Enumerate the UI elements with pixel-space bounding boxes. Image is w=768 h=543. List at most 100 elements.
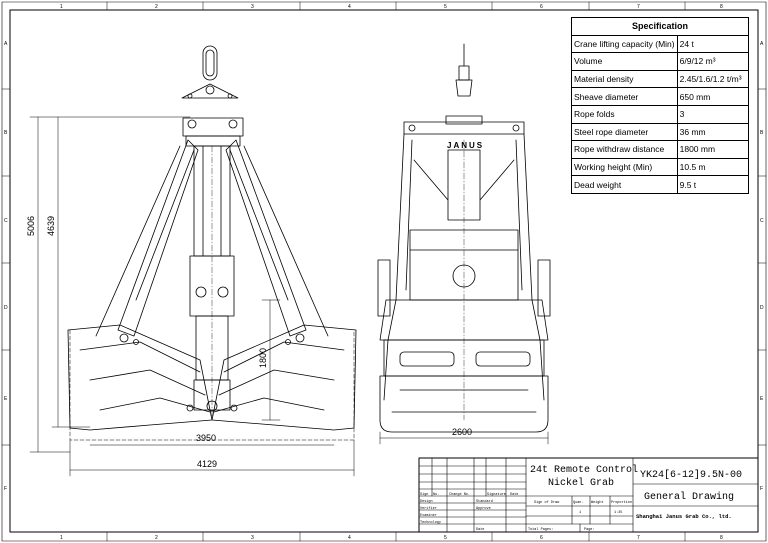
row-mark: D — [4, 305, 8, 311]
col-mark: 7 — [637, 4, 640, 10]
dimension-labels: 5006 4639 1800 3950 4129 2600 — [26, 216, 472, 469]
rev-header: No. — [433, 493, 439, 497]
quan-label: Quan. — [573, 501, 584, 505]
row-mark: B — [4, 130, 8, 136]
spec-label: Volume — [571, 52, 678, 71]
spec-row: Crane lifting capacity (Min)24 t — [571, 34, 750, 54]
spec-label: Steel rope diameter — [571, 122, 678, 142]
col-mark: 1 — [60, 535, 63, 541]
zone-marks: 1 2 3 4 5 6 7 8 1 2 3 4 5 6 7 8 A B C D … — [4, 4, 764, 541]
spec-label: Working height (Min) — [571, 157, 678, 177]
row-mark: A — [760, 41, 764, 47]
spec-header-row: Specification — [571, 17, 749, 36]
spec-label: Rope folds — [571, 104, 678, 124]
scale-value: 1:25 — [614, 511, 622, 515]
specification-table: Specification Crane lifting capacity (Mi… — [571, 17, 750, 194]
row-mark: F — [4, 486, 7, 492]
spec-value: 9.5 t — [676, 175, 750, 194]
row-mark: A — [4, 41, 8, 47]
row-mark: C — [4, 218, 8, 224]
role-label: Verifier — [420, 506, 437, 511]
dim-overall-height: 5006 — [26, 216, 36, 236]
drawing-name: General Drawing — [644, 491, 734, 503]
spec-label: Material density — [571, 69, 678, 89]
dim-open-inner: 3950 — [196, 433, 216, 443]
col-mark: 2 — [155, 535, 158, 541]
col-mark: 8 — [720, 535, 723, 541]
col-mark: 5 — [444, 4, 447, 10]
dim-side-width: 2600 — [452, 427, 472, 437]
row-mark: F — [760, 486, 763, 492]
rev-header: Signature — [487, 492, 506, 497]
proportion-label: Proportion — [611, 500, 632, 505]
spec-label: Dead weight — [571, 175, 678, 194]
col-mark: 5 — [444, 535, 447, 541]
product-title-line2: Nickel Grab — [548, 477, 614, 489]
col-mark: 8 — [720, 4, 723, 10]
sign-of-draw: Sign of Draw — [534, 500, 560, 505]
role-label2: Date — [476, 528, 484, 532]
spec-label: Rope withdraw distance — [571, 140, 678, 159]
col-mark: 1 — [60, 4, 63, 10]
product-title-line1: 24t Remote Control — [530, 464, 638, 476]
col-mark: 3 — [251, 4, 254, 10]
row-mark: D — [760, 305, 764, 311]
col-mark: 4 — [348, 535, 351, 541]
col-mark: 6 — [540, 535, 543, 541]
spec-label: Sheave diameter — [571, 87, 678, 106]
col-mark: 2 — [155, 4, 158, 10]
front-view-grab — [67, 45, 357, 441]
col-mark: 3 — [251, 535, 254, 541]
role-label: Examiner — [420, 513, 437, 518]
spec-label: Crane lifting capacity (Min) — [571, 34, 678, 54]
spec-header: Specification — [571, 17, 749, 36]
title-block-grid — [418, 457, 759, 533]
col-mark: 7 — [637, 535, 640, 541]
role-label: Technology — [420, 520, 441, 525]
row-mark: E — [760, 396, 764, 402]
role-label2: Approve — [476, 506, 491, 511]
spec-value: 10.5 m — [676, 157, 750, 177]
spec-value: 6/9/12 m³ — [676, 52, 750, 71]
side-lifting-hook — [455, 43, 473, 97]
spec-value: 3 — [676, 104, 750, 124]
brand-label: JANUS — [447, 141, 484, 150]
sheet-inner-border — [9, 9, 759, 533]
row-mark: B — [760, 130, 764, 136]
spec-value: 24 t — [676, 34, 750, 54]
dim-open-width: 4129 — [197, 459, 217, 469]
front-dimension-lines — [29, 116, 355, 477]
company-name: Shanghai Janus Grab Co., ltd. — [636, 513, 732, 520]
role-label2: Standard — [476, 499, 493, 504]
dim-body-height: 4639 — [46, 216, 56, 236]
spec-value: 2.45/1.6/1.2 t/m³ — [676, 69, 750, 89]
side-view-grab — [377, 43, 551, 433]
drawing-number: YK24[6-12]9.5N-00 — [640, 469, 742, 481]
weight-label: Weight — [591, 500, 604, 505]
row-mark: C — [760, 218, 764, 224]
quantity-value: 1 — [579, 511, 581, 515]
spec-value: 650 mm — [676, 87, 750, 106]
side-dimension-line — [379, 431, 549, 445]
rev-header: Date — [510, 493, 518, 497]
total-pages-label: Total Pages: — [528, 527, 553, 532]
row-mark: E — [4, 396, 8, 402]
rev-header: Change No. — [449, 492, 470, 497]
dim-shell-depth: 1800 — [258, 348, 268, 368]
col-mark: 6 — [540, 4, 543, 10]
spec-row: Working height (Min)10.5 m — [571, 157, 750, 177]
col-mark: 4 — [348, 4, 351, 10]
front-lifting-shackle — [181, 45, 239, 99]
rev-header: Sign — [420, 492, 428, 497]
spec-value: 1800 mm — [676, 140, 750, 159]
